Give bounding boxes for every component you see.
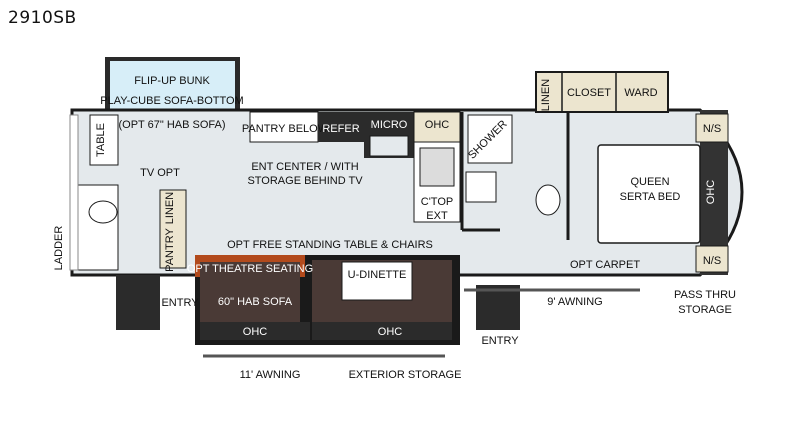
ns-bottom-label: N/S	[703, 255, 721, 267]
bunk-area	[110, 61, 235, 111]
opt-sofa-label: (OPT 67" HAB SOFA)	[118, 119, 225, 131]
table-label: TABLE	[95, 123, 107, 157]
rear-bath-area	[77, 184, 119, 271]
ctop-label-1: C'TOP	[421, 196, 453, 208]
entry-left-label: ENTRY	[161, 297, 199, 309]
awning-11-label: 11' AWNING	[240, 369, 301, 381]
ns-top-box	[695, 113, 729, 143]
ohc-dinette-box	[312, 322, 452, 340]
queen-label-1: QUEEN	[630, 176, 669, 188]
play-cube-label: PLAY-CUBE SOFA-BOTTOM	[100, 95, 243, 107]
u-dinette-label: U-DINETTE	[348, 269, 407, 281]
refer-label: REFER	[322, 123, 359, 135]
queen-bed	[597, 144, 701, 244]
opt-theatre-label: OPT THEATRE SEATING	[187, 263, 313, 275]
entry-steps-right	[476, 285, 520, 330]
opt-table-label: OPT FREE STANDING TABLE & CHAIRS	[227, 239, 433, 251]
ward-label: WARD	[624, 87, 657, 99]
toilet-left	[88, 200, 118, 224]
dinette-table	[341, 261, 413, 301]
ctop-label-2: EXT	[426, 210, 448, 222]
pantry-below-label: PANTRY BELOW	[242, 123, 329, 135]
model-name: 2910SB	[8, 8, 77, 28]
entry-right-label: ENTRY	[481, 335, 519, 347]
bath-sink	[465, 171, 497, 203]
ent-center-label-1: ENT CENTER / WITH	[251, 161, 358, 173]
ext-storage-label: EXTERIOR STORAGE	[349, 369, 462, 381]
hab-sofa-label: 60" HAB SOFA	[218, 296, 293, 308]
rear-table	[89, 114, 119, 166]
pass-thru-label-2: STORAGE	[678, 304, 732, 316]
linen-pantry-left	[159, 189, 187, 269]
closet-label: CLOSET	[567, 87, 611, 99]
theatre-seating	[200, 262, 300, 322]
ohc-bed-label: OHC	[705, 180, 717, 205]
ohc-sofa-label: OHC	[243, 326, 268, 338]
ohc-kitchen-label: OHC	[425, 119, 450, 131]
closet-bank	[535, 71, 669, 113]
kitchen-sink	[419, 147, 455, 187]
ent-center-label-2: STORAGE BEHIND TV	[247, 175, 363, 187]
shower-stall	[467, 114, 513, 164]
ns-bottom-box	[695, 245, 729, 273]
ladder	[69, 114, 79, 271]
opt-carpet-label: OPT CARPET	[570, 259, 640, 271]
pass-thru-label-1: PASS THRU	[674, 289, 736, 301]
pantry-label: PANTRY	[164, 228, 176, 272]
refer-box	[318, 112, 364, 142]
micro-stove	[369, 135, 409, 157]
ohc-dinette-label: OHC	[378, 326, 403, 338]
linen-top-label: LINEN	[540, 79, 552, 111]
pantry-below-box	[249, 111, 319, 143]
awning-9-label: 9' AWNING	[547, 296, 602, 308]
toilet-right	[535, 184, 561, 216]
tv-opt-label: TV OPT	[140, 167, 180, 179]
queen-label-2: SERTA BED	[620, 191, 681, 203]
linen-left-label: LINEN	[164, 192, 176, 224]
entry-steps-left	[116, 275, 160, 330]
flip-bunk-label: FLIP-UP BUNK	[134, 75, 210, 87]
micro-label: MICRO	[371, 119, 408, 131]
ladder-label: LADDER	[53, 226, 65, 271]
ohc-sofa-box	[200, 322, 310, 340]
ohc-kitchen-box	[413, 111, 461, 143]
ns-top-label: N/S	[703, 123, 721, 135]
